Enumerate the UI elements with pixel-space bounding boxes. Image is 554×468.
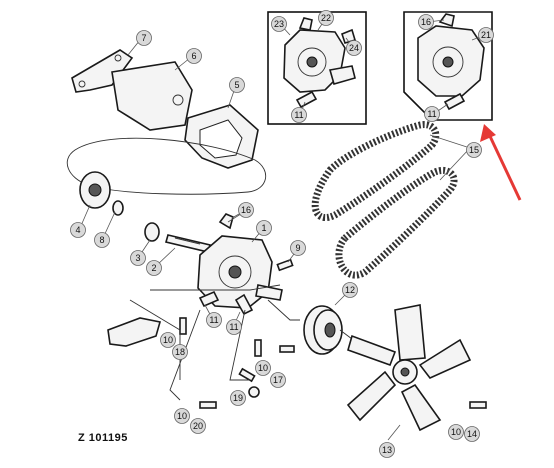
svg-text:8: 8 bbox=[99, 235, 104, 245]
svg-text:15: 15 bbox=[469, 145, 479, 155]
callout-19: 19 bbox=[230, 390, 246, 406]
callout-16-main: 16 bbox=[238, 202, 254, 218]
svg-text:3: 3 bbox=[135, 253, 140, 263]
callout-10-a: 10 bbox=[160, 332, 176, 348]
svg-text:11: 11 bbox=[209, 315, 218, 325]
svg-text:5: 5 bbox=[234, 80, 239, 90]
svg-text:22: 22 bbox=[321, 13, 331, 23]
svg-text:10: 10 bbox=[258, 363, 268, 373]
callout-16-inset-b: 16 bbox=[418, 14, 434, 30]
callout-21: 21 bbox=[478, 27, 494, 43]
gaskets-and-plates bbox=[71, 49, 259, 169]
callout-10-c: 10 bbox=[174, 408, 190, 424]
callout-13: 13 bbox=[379, 442, 395, 458]
inset-water-pump-variant-a bbox=[267, 11, 367, 125]
svg-text:1: 1 bbox=[261, 223, 266, 233]
callout-11-inset-a: 11 bbox=[291, 107, 307, 123]
svg-text:14: 14 bbox=[467, 429, 477, 439]
svg-text:20: 20 bbox=[193, 421, 203, 431]
svg-text:19: 19 bbox=[233, 393, 243, 403]
bracket-and-fasteners bbox=[107, 258, 487, 409]
callout-12: 12 bbox=[342, 282, 358, 298]
highlight-arrow bbox=[480, 124, 522, 201]
callout-3: 3 bbox=[130, 250, 146, 266]
callout-15: 15 bbox=[466, 142, 482, 158]
callout-5: 5 bbox=[229, 77, 245, 93]
svg-text:10: 10 bbox=[451, 427, 461, 437]
callout-23: 23 bbox=[271, 16, 287, 32]
callout-6: 6 bbox=[186, 48, 202, 64]
callout-11-right: 11 bbox=[226, 319, 242, 335]
callout-4: 4 bbox=[70, 222, 86, 238]
svg-text:23: 23 bbox=[274, 19, 284, 29]
svg-text:16: 16 bbox=[241, 205, 251, 215]
svg-text:13: 13 bbox=[382, 445, 392, 455]
callout-18: 18 bbox=[172, 344, 188, 360]
svg-text:4: 4 bbox=[75, 225, 80, 235]
svg-text:16: 16 bbox=[421, 17, 431, 27]
callout-10-b: 10 bbox=[255, 360, 271, 376]
callout-20: 20 bbox=[190, 418, 206, 434]
svg-text:17: 17 bbox=[273, 375, 283, 385]
callout-10-d: 10 bbox=[448, 424, 464, 440]
cooling-fan bbox=[346, 304, 472, 432]
svg-text:24: 24 bbox=[349, 43, 359, 53]
assembly-lines bbox=[129, 284, 300, 401]
svg-text:6: 6 bbox=[191, 51, 196, 61]
svg-text:11: 11 bbox=[427, 109, 436, 119]
svg-text:2: 2 bbox=[151, 263, 156, 273]
svg-text:9: 9 bbox=[295, 243, 300, 253]
svg-text:11: 11 bbox=[229, 322, 238, 332]
svg-text:12: 12 bbox=[345, 285, 355, 295]
fan-pulley bbox=[303, 305, 361, 355]
callout-1: 1 bbox=[256, 220, 272, 236]
callout-9: 9 bbox=[290, 240, 306, 256]
callout-14: 14 bbox=[464, 426, 480, 442]
svg-text:21: 21 bbox=[481, 30, 491, 40]
drive-belts bbox=[311, 121, 458, 279]
callout-22: 22 bbox=[318, 10, 334, 26]
callout-8: 8 bbox=[94, 232, 110, 248]
svg-text:11: 11 bbox=[294, 110, 303, 120]
drawing-reference-code: Z 101195 bbox=[78, 432, 128, 444]
callout-11-left: 11 bbox=[206, 312, 222, 328]
inset-water-pump-variant-b bbox=[403, 11, 493, 121]
pulley-and-shaft-parts bbox=[79, 171, 211, 253]
callout-17: 17 bbox=[270, 372, 286, 388]
callout-24: 24 bbox=[346, 40, 362, 56]
callout-2: 2 bbox=[146, 260, 162, 276]
svg-text:10: 10 bbox=[163, 335, 173, 345]
svg-text:18: 18 bbox=[175, 347, 185, 357]
callout-7: 7 bbox=[136, 30, 152, 46]
svg-text:7: 7 bbox=[141, 33, 146, 43]
svg-text:10: 10 bbox=[177, 411, 187, 421]
callout-11-inset-b: 11 bbox=[424, 106, 440, 122]
